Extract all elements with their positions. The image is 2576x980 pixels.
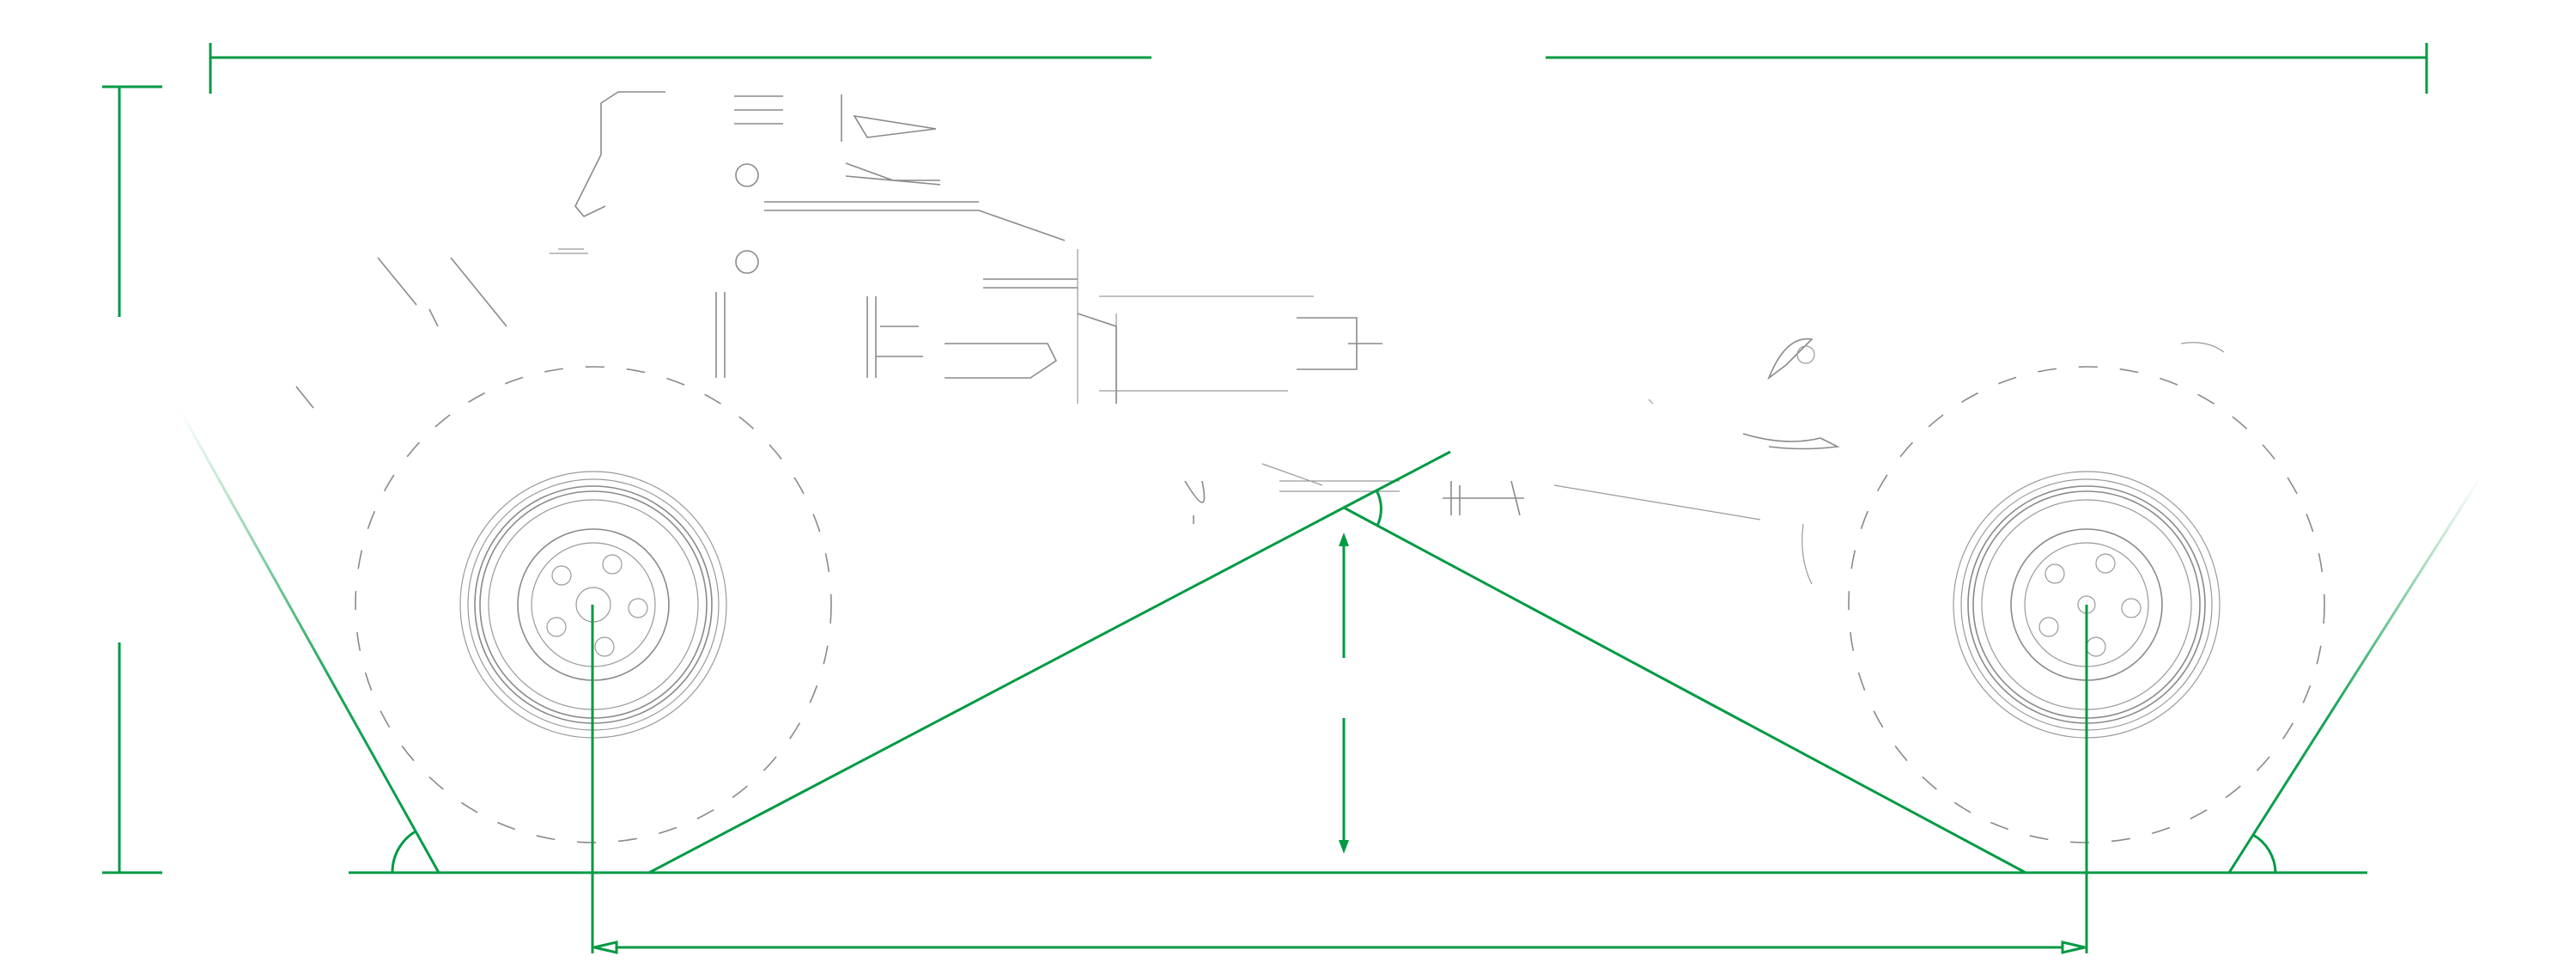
arrow-left-icon [593,940,618,954]
wheelbase-dimension [591,605,2088,954]
chassis-lines [295,91,2225,585]
arrow-up-icon [1339,533,1349,546]
departure-angle [2227,476,2482,873]
vehicle-outline [295,91,2325,843]
breakover-angle [648,450,2026,874]
arrow-down-icon [1339,840,1349,854]
overall-height-dimension [102,85,162,874]
approach-angle [179,410,440,873]
overall-length-dimension [209,43,2428,94]
rear-wheel [1848,366,2325,843]
ground-clearance-dimension [1339,533,1349,854]
arrow-right-icon [2061,940,2086,954]
